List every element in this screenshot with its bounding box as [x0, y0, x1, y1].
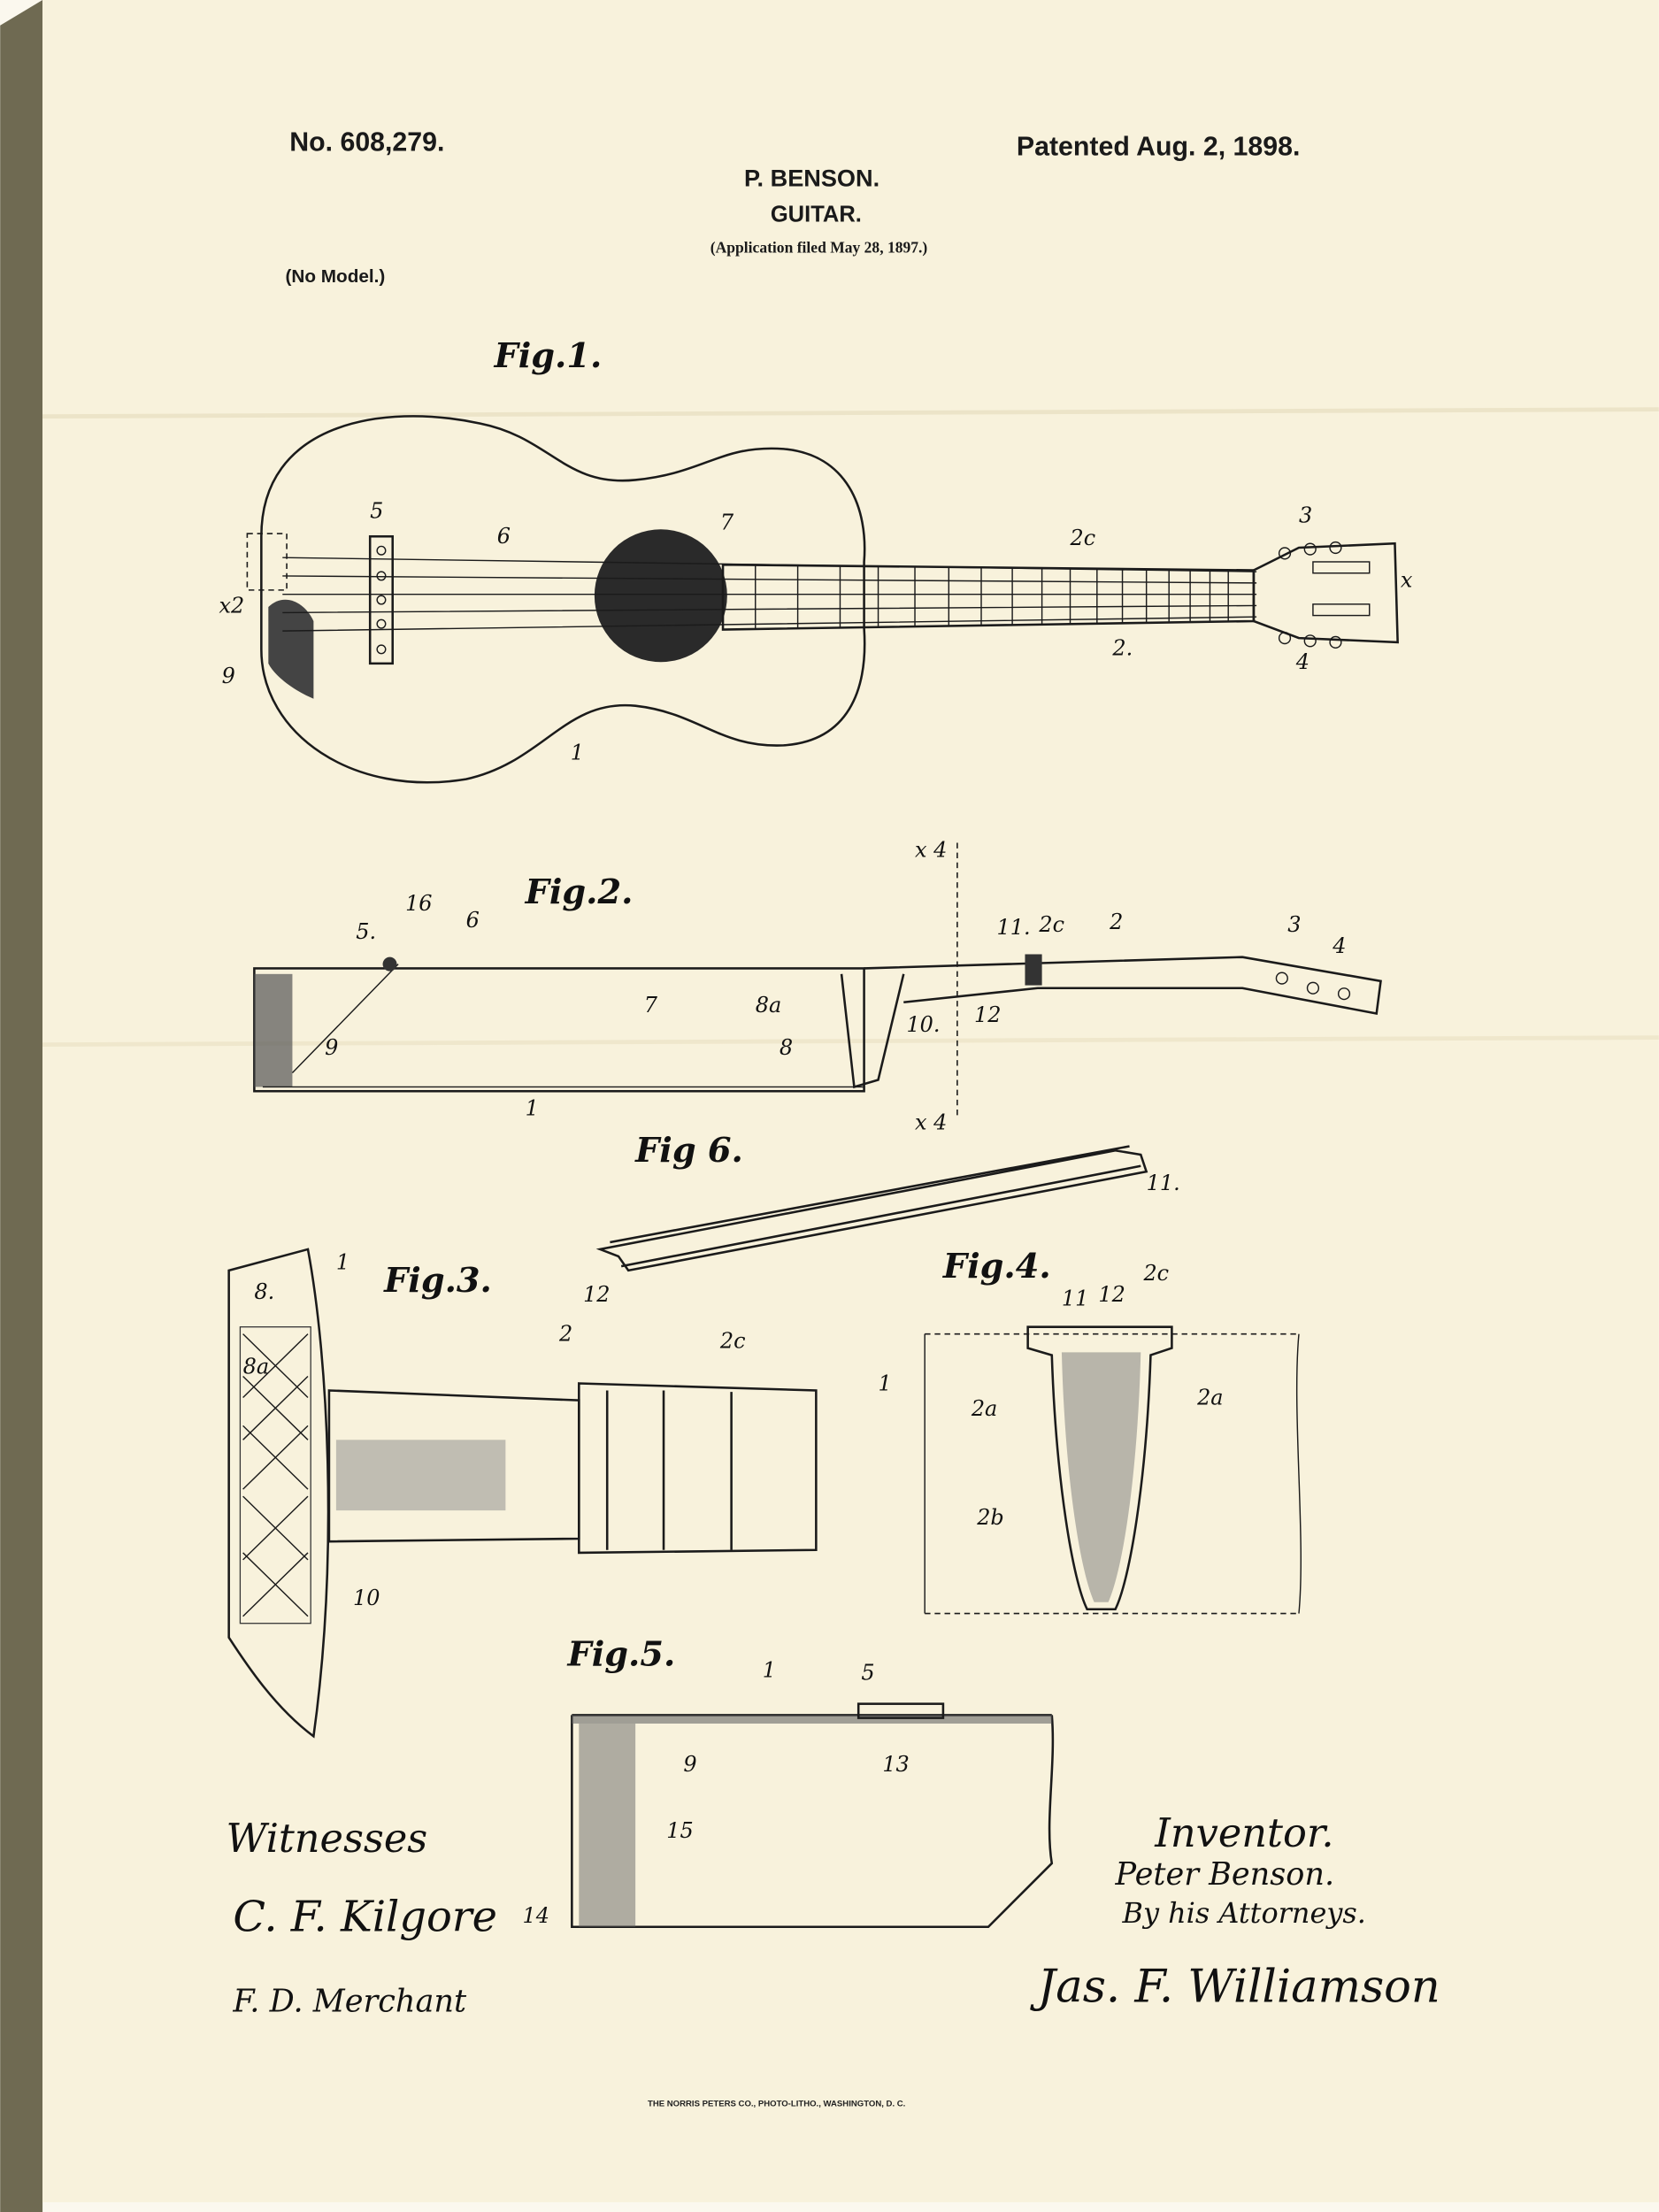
- paper: [42, 0, 1659, 2202]
- figure-3: Fig.3. 8. 1 8a 2 2c 10: [227, 1248, 818, 1739]
- figure-title: Fig.2.: [525, 872, 634, 912]
- figure-4: Fig.4. 11 12 2c 1 2a 2a 2b: [879, 1247, 1302, 1615]
- ref-label: 2b: [976, 1505, 1004, 1530]
- ref-label: 10: [353, 1586, 380, 1610]
- ref-label: 2c: [1142, 1261, 1169, 1286]
- inventor-label: Inventor.: [1154, 1810, 1333, 1856]
- patent-date: Patented Aug. 2, 1898.: [1017, 132, 1300, 161]
- section-mark: x 4: [915, 1110, 947, 1134]
- ref-label: x: [1401, 568, 1413, 593]
- figure-2: Fig.2. 5. 16 6 7 8a 8 10. 9 1 11. 2c 2 3…: [253, 837, 1382, 1134]
- ref-label: 15: [666, 1818, 693, 1843]
- ref-label: 12: [974, 1002, 1001, 1027]
- witness-signature-2: F. D. Merchant: [232, 1983, 467, 2019]
- ref-label: 1: [336, 1249, 349, 1274]
- ref-label: 7: [644, 993, 658, 1018]
- figure-5: Fig.5. 1 5 9 13 15 14: [522, 1635, 1055, 1929]
- ref-label: 1: [879, 1371, 892, 1395]
- inventor-heading: P. BENSON.: [744, 165, 879, 192]
- ref-label: 8.: [254, 1279, 274, 1304]
- attorney-label: By his Attorneys.: [1122, 1896, 1366, 1930]
- ref-label: 9: [222, 664, 235, 688]
- ref-label: 10.: [906, 1012, 940, 1037]
- figure-title: Fig.1.: [494, 336, 603, 376]
- ref-label: 11.: [997, 915, 1031, 940]
- ref-label: 5.: [356, 919, 376, 944]
- canvas-edge: [0, 0, 43, 2212]
- ref-label: 13: [882, 1752, 909, 1777]
- patent-number: No. 608,279.: [289, 128, 444, 157]
- ref-label: 11: [1062, 1286, 1088, 1311]
- ref-label: 9: [325, 1035, 338, 1060]
- ref-label: 6: [466, 908, 480, 933]
- section-mark: x 4: [915, 837, 947, 862]
- ref-label: 8: [780, 1035, 793, 1060]
- ref-label: 14: [522, 1903, 549, 1928]
- ref-label: 4: [1332, 933, 1346, 958]
- ref-label: 2: [558, 1322, 572, 1347]
- ref-label: 7: [720, 510, 734, 534]
- ref-label: 6: [497, 524, 511, 549]
- ref-label: 2.: [1111, 635, 1133, 660]
- application-date: (Application filed May 28, 1897.): [710, 239, 928, 257]
- figure-title: Fig 6.: [634, 1131, 743, 1171]
- ref-label: 4: [1295, 649, 1310, 674]
- figure-title: Fig.4.: [942, 1247, 1051, 1286]
- figure-6: Fig 6. 11. 12: [583, 1131, 1180, 1307]
- figure-title: Fig.3.: [383, 1261, 492, 1301]
- ref-label: 1: [571, 740, 584, 764]
- ref-label: 8a: [756, 993, 781, 1018]
- patent-title: GUITAR.: [771, 202, 862, 227]
- ref-label: 11.: [1147, 1171, 1180, 1195]
- ref-label: 3: [1287, 912, 1301, 937]
- ref-label: 1: [763, 1657, 776, 1682]
- ref-label: 16: [405, 891, 432, 916]
- ref-label: 2a: [971, 1396, 997, 1421]
- ref-label: 12: [1098, 1282, 1125, 1307]
- ref-label: 8a: [243, 1354, 269, 1379]
- ref-label: 12: [583, 1282, 610, 1307]
- ref-label: 9: [683, 1752, 696, 1777]
- ref-label: 2c: [1038, 912, 1064, 937]
- ref-label: 1: [526, 1095, 539, 1120]
- ref-label: x2: [219, 593, 244, 618]
- ref-label: 3: [1299, 503, 1312, 527]
- inventor-signature: Peter Benson.: [1115, 1856, 1335, 1893]
- ref-label: 5: [370, 499, 383, 524]
- no-model-note: (No Model.): [285, 266, 385, 287]
- ref-label: 2: [1109, 910, 1123, 934]
- ref-label: 2a: [1196, 1385, 1223, 1409]
- figure-1: Fig.1. 5 6 7 2c 3 x 2. 4 x2 9 1: [219, 336, 1413, 784]
- ref-label: 5: [861, 1661, 874, 1686]
- witness-signature-1: C. F. Kilgore: [233, 1893, 497, 1942]
- figure-title: Fig.5.: [567, 1635, 676, 1675]
- attorney-signature: Jas. F. Williamson: [1030, 1961, 1440, 2013]
- ref-label: 2c: [1070, 526, 1096, 550]
- printer-credit: THE NORRIS PETERS CO., PHOTO-LITHO., WAS…: [648, 2099, 905, 2108]
- ref-label: 2c: [719, 1329, 746, 1354]
- witnesses-label: Witnesses: [226, 1816, 427, 1862]
